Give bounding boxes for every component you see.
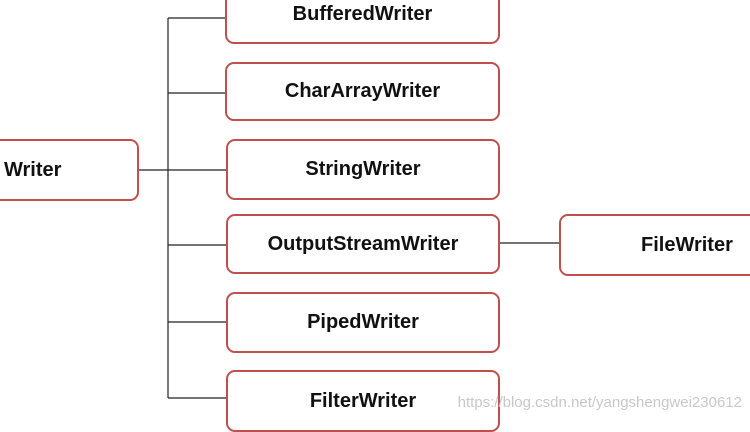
node-stringwriter: StringWriter bbox=[226, 139, 500, 200]
node-stringwriter-label: StringWriter bbox=[305, 158, 421, 180]
node-writer-label: Writer bbox=[4, 158, 62, 181]
connector-lines bbox=[139, 17, 560, 399]
node-chararraywriter-label: CharArrayWriter bbox=[284, 80, 441, 102]
node-bufferedwriter: BufferedWriter bbox=[225, 0, 500, 44]
node-outputstreamwriter-label: OutputStreamWriter bbox=[267, 232, 459, 255]
node-pipedwriter-label: PipedWriter bbox=[307, 311, 419, 333]
watermark-text: https://blog.csdn.net/yangshengwei230612 bbox=[457, 394, 742, 411]
node-filterwriter-label: FilterWriter bbox=[309, 389, 417, 412]
node-filewriter-label: FileWriter bbox=[641, 233, 733, 256]
node-pipedwriter: PipedWriter bbox=[226, 292, 500, 353]
node-bufferedwriter-label: BufferedWriter bbox=[292, 3, 433, 25]
node-chararraywriter: CharArrayWriter bbox=[225, 62, 500, 121]
node-outputstreamwriter: OutputStreamWriter bbox=[226, 214, 500, 274]
node-writer: Writer bbox=[0, 139, 139, 201]
node-filewriter: FileWriter bbox=[559, 214, 750, 276]
